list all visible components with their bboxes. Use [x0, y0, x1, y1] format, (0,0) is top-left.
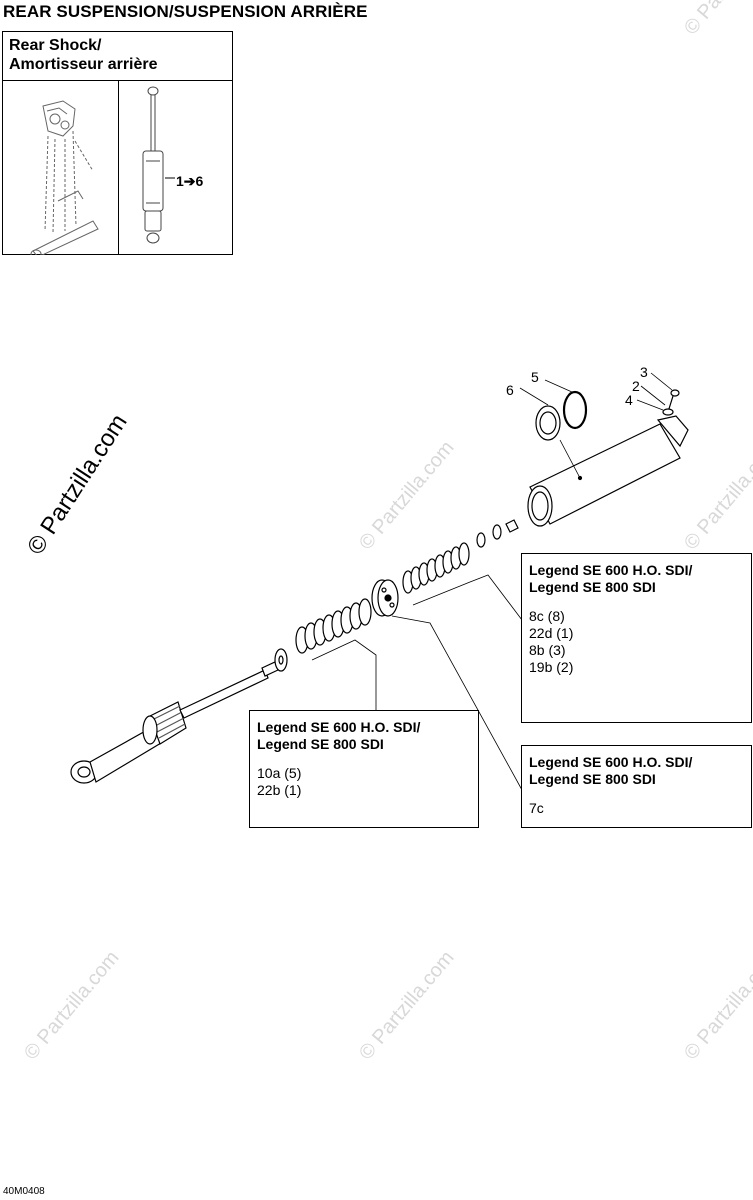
rod-end-collar	[142, 701, 187, 745]
top-bolt	[662, 389, 680, 416]
legend-title-line2: Legend SE 800 SDI	[529, 579, 656, 595]
legend-item: 22b (1)	[257, 782, 302, 798]
thumbnail-ref-label: 1➔6	[176, 173, 204, 189]
leader-piston	[391, 615, 523, 791]
leader-4	[636, 399, 664, 411]
part-code: 40M0408	[3, 1186, 45, 1197]
legend-title-line1: Legend SE 600 H.O. SDI/	[529, 754, 693, 770]
leader-upper-shims	[412, 574, 523, 621]
legend-item: 8b (3)	[529, 642, 566, 658]
lower-shim-stack	[295, 598, 372, 654]
legend-item: 22d (1)	[529, 625, 574, 641]
leader-2	[640, 385, 666, 406]
shock-sketch	[142, 86, 175, 244]
small-washers	[476, 519, 519, 548]
legend-title-line2: Legend SE 800 SDI	[529, 771, 656, 787]
legend-box-upper-shims: Legend SE 600 H.O. SDI/ Legend SE 800 SD…	[521, 553, 752, 723]
page-title: REAR SUSPENSION/SUSPENSION ARRIÈRE	[3, 2, 368, 21]
thumbnail-drawing	[30, 86, 175, 255]
legend-item: 7c	[529, 800, 544, 816]
legend-item: 10a (5)	[257, 765, 302, 781]
legend-title-line2: Legend SE 800 SDI	[257, 736, 384, 752]
rod-washer	[274, 648, 288, 672]
legend-title-line1: Legend SE 600 H.O. SDI/	[529, 562, 693, 578]
leader-3	[650, 372, 673, 391]
thumbnail-title-line1: Rear Shock/	[9, 37, 102, 54]
thumbnail-header: Rear Shock/ Amortisseur arrière	[3, 32, 232, 81]
upper-shim-stack	[402, 542, 470, 594]
thumbnail-title-line2: Amortisseur arrière	[9, 56, 158, 73]
shock-body-cylinder	[527, 415, 689, 527]
legend-box-lower-shims: Legend SE 600 H.O. SDI/ Legend SE 800 SD…	[249, 710, 479, 828]
o-ring	[562, 390, 588, 430]
suspension-frame-sketch	[30, 100, 99, 255]
callout-5: 5	[531, 369, 539, 385]
leader-6	[519, 387, 549, 406]
thumbnail-divider	[118, 81, 119, 255]
legend-item: 8c (8)	[529, 608, 565, 624]
callout-2: 2	[632, 378, 640, 394]
legend-box-piston: Legend SE 600 H.O. SDI/ Legend SE 800 SD…	[521, 745, 752, 828]
leader-5	[544, 379, 573, 393]
thumbnail-panel: Rear Shock/ Amortisseur arrière	[2, 31, 233, 255]
callout-3: 3	[640, 364, 648, 380]
leader-body	[559, 439, 581, 479]
legend-title-line1: Legend SE 600 H.O. SDI/	[257, 719, 421, 735]
leader-lower-shims	[311, 639, 377, 710]
callout-6: 6	[506, 382, 514, 398]
seal-ring	[535, 405, 561, 441]
piston	[371, 579, 399, 617]
callout-4: 4	[625, 392, 633, 408]
legend-item: 19b (2)	[529, 659, 574, 675]
